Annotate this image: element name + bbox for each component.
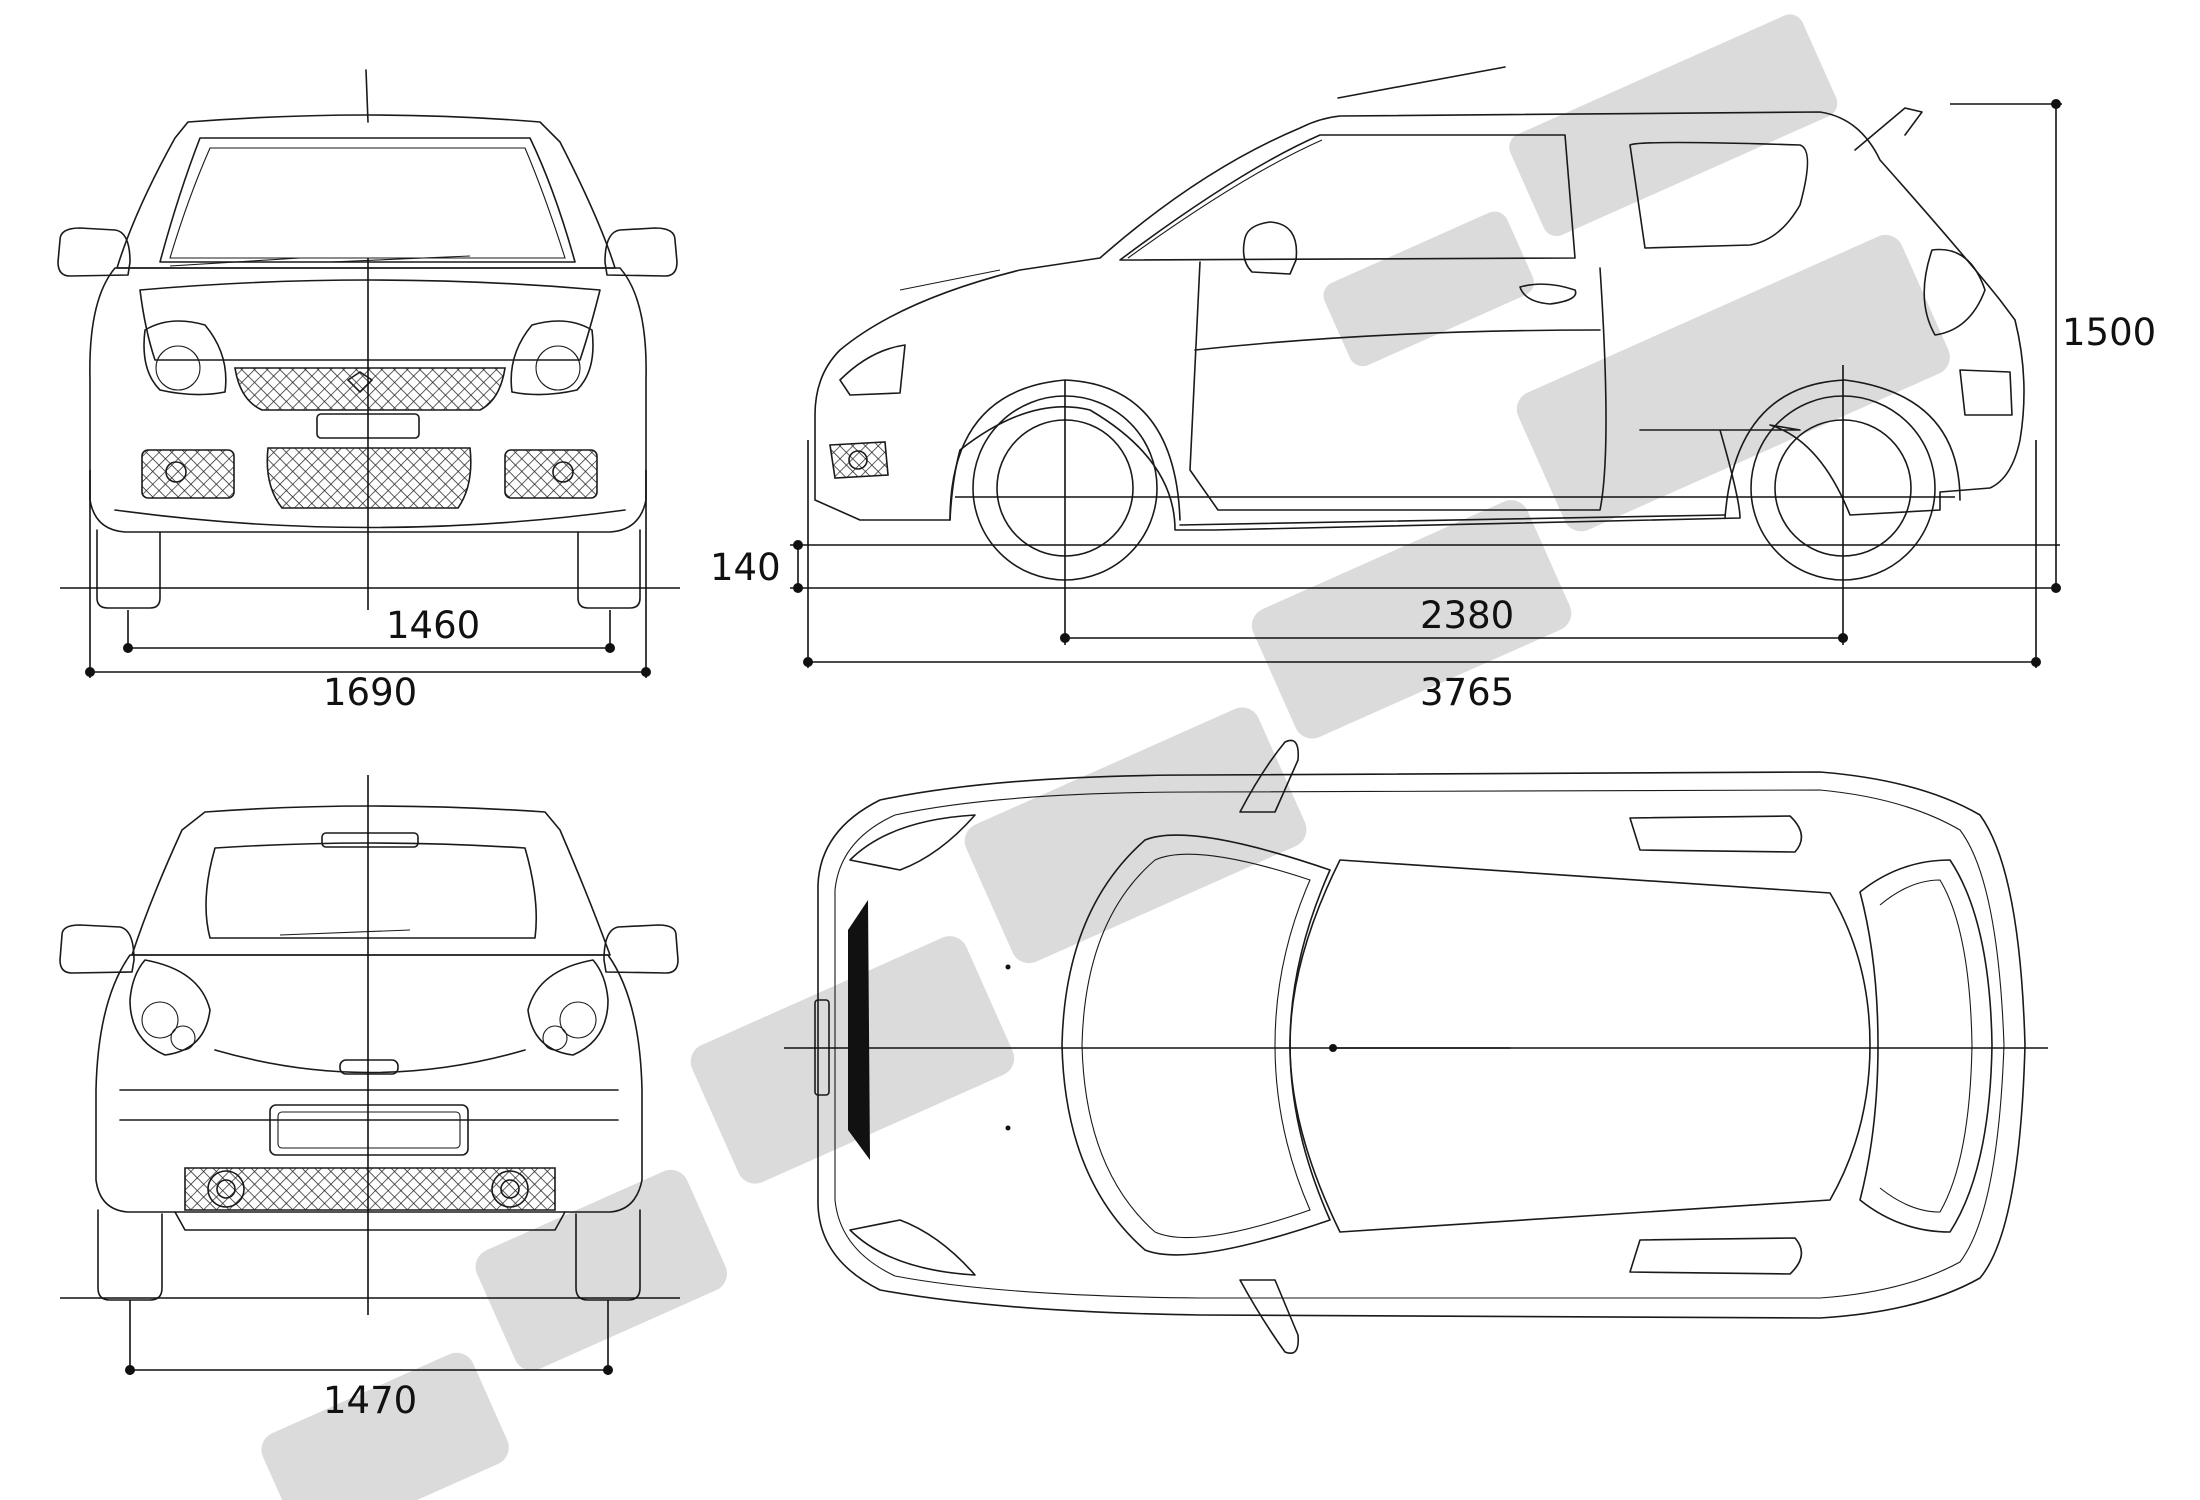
rear-view bbox=[59, 775, 679, 1315]
overall-width-label: 1690 bbox=[323, 671, 417, 714]
rear-track-label: 1470 bbox=[323, 1379, 417, 1422]
overall-height-label: 1500 bbox=[2062, 311, 2156, 354]
front-view bbox=[57, 69, 678, 610]
overall-length-label: 3765 bbox=[1420, 671, 1514, 714]
side-view bbox=[814, 66, 2025, 645]
top-view bbox=[784, 739, 2048, 1354]
wheelbase-label: 2380 bbox=[1420, 594, 1514, 637]
dimension-lines bbox=[60, 99, 2062, 1375]
ground-clearance-label: 140 bbox=[710, 546, 781, 589]
watermark bbox=[261, 14, 1950, 1500]
front-track-label: 1460 bbox=[386, 604, 480, 647]
